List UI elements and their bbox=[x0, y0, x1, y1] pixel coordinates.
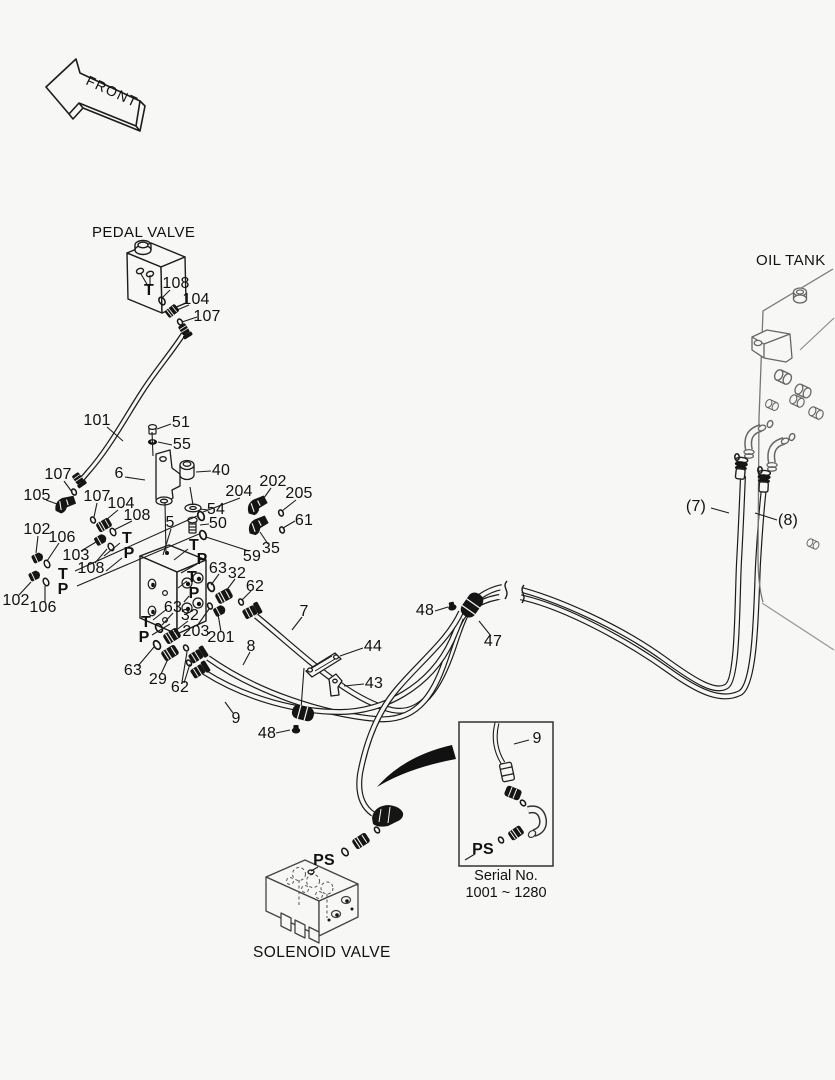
front-arrow: FRONT bbox=[45, 58, 146, 132]
detail-arrow bbox=[377, 745, 456, 787]
tank-elbow-fittings bbox=[743, 424, 790, 472]
part-label-104: 104 bbox=[107, 495, 135, 512]
port-label-P: P bbox=[138, 629, 150, 646]
part-label-63: 63 bbox=[123, 662, 143, 679]
left-plug-fittings bbox=[27, 551, 52, 588]
part-label-9: 9 bbox=[532, 730, 542, 747]
port-label-PS: PS bbox=[313, 852, 335, 869]
bracket-44 bbox=[305, 652, 342, 678]
part-label-63: 63 bbox=[163, 599, 183, 616]
part-label-104: 104 bbox=[182, 291, 210, 308]
solenoid-valve-title: SOLENOID VALVE bbox=[253, 944, 391, 961]
inset-serial-caption-line1: Serial No. bbox=[474, 868, 538, 884]
inset-box bbox=[458, 721, 554, 867]
part-label-55: 55 bbox=[172, 436, 192, 453]
port-label-PS: PS bbox=[472, 841, 494, 858]
part-label-62: 62 bbox=[170, 679, 190, 696]
part-label-7: (7) bbox=[685, 498, 707, 515]
part-label-108: 108 bbox=[162, 275, 190, 292]
part-label-107: 107 bbox=[193, 308, 221, 325]
part-label-108: 108 bbox=[77, 560, 105, 577]
ps-hose-fittings bbox=[339, 805, 404, 858]
part-label-8: (8) bbox=[777, 512, 799, 529]
part-label-40: 40 bbox=[211, 462, 231, 479]
part-label-7: 7 bbox=[299, 603, 309, 620]
part-label-205: 205 bbox=[285, 485, 313, 502]
port-label-T: T bbox=[141, 614, 151, 631]
part-label-201: 201 bbox=[207, 629, 235, 646]
part-label-50: 50 bbox=[208, 515, 228, 532]
part-label-32: 32 bbox=[227, 565, 247, 582]
part-label-102: 102 bbox=[23, 521, 51, 538]
inset-serial-caption-line2: 1001 ~ 1280 bbox=[465, 885, 547, 901]
hose-break-symbol bbox=[498, 580, 525, 605]
part-label-35: 35 bbox=[261, 540, 281, 557]
pedal-valve-body bbox=[126, 239, 187, 314]
port-label-P: P bbox=[57, 581, 69, 598]
port-label-P: P bbox=[123, 545, 135, 562]
hose-101 bbox=[75, 331, 187, 486]
part-label-105: 105 bbox=[23, 487, 51, 504]
tank-cap bbox=[792, 287, 808, 304]
part-label-107: 107 bbox=[44, 466, 72, 483]
part-label-51: 51 bbox=[171, 414, 191, 431]
part-label-5: 5 bbox=[165, 514, 175, 531]
port-label-T: T bbox=[122, 530, 132, 547]
part-label-107: 107 bbox=[83, 488, 111, 505]
pedal-valve-title: PEDAL VALVE bbox=[92, 224, 196, 241]
clamp-lower bbox=[291, 667, 315, 734]
part-label-32: 32 bbox=[180, 607, 200, 624]
bracket-6 bbox=[155, 449, 181, 506]
part-label-47: 47 bbox=[483, 633, 503, 650]
port-label-T: T bbox=[189, 537, 199, 554]
washer-54 bbox=[184, 503, 202, 513]
part-label-103: 103 bbox=[62, 547, 90, 564]
part-label-48: 48 bbox=[415, 602, 435, 619]
part-label-63: 63 bbox=[208, 560, 228, 577]
part-label-43: 43 bbox=[364, 675, 384, 692]
part-label-8: 8 bbox=[246, 638, 256, 655]
part-label-29: 29 bbox=[148, 671, 168, 688]
part-label-48: 48 bbox=[257, 725, 277, 742]
hose-9 bbox=[202, 610, 464, 817]
part-label-44: 44 bbox=[363, 638, 383, 655]
clamp-47 bbox=[446, 592, 484, 618]
part-label-9: 9 bbox=[231, 710, 241, 727]
part-label-62: 62 bbox=[245, 578, 265, 595]
oil-tank bbox=[732, 268, 835, 651]
part-label-204: 204 bbox=[225, 483, 253, 500]
part-label-202: 202 bbox=[259, 473, 287, 490]
part-label-54: 54 bbox=[206, 501, 226, 518]
part-label-106: 106 bbox=[48, 529, 76, 546]
part-label-6: 6 bbox=[114, 465, 124, 482]
part-label-106: 106 bbox=[29, 599, 57, 616]
port-label-T: T bbox=[58, 566, 68, 583]
bracket-43 bbox=[328, 673, 343, 697]
part-label-61: 61 bbox=[294, 512, 314, 529]
part-label-102: 102 bbox=[2, 592, 30, 609]
oil-tank-title: OIL TANK bbox=[756, 252, 826, 269]
part-label-59: 59 bbox=[242, 548, 262, 565]
port-label-P: P bbox=[196, 551, 208, 568]
leader-lines bbox=[18, 273, 778, 872]
plug-40 bbox=[179, 459, 195, 481]
port-label-P: P bbox=[188, 585, 200, 602]
tank-bracket bbox=[751, 329, 793, 363]
part-label-101: 101 bbox=[83, 412, 111, 429]
part-label-203: 203 bbox=[182, 623, 210, 640]
solenoid-valve-body bbox=[265, 859, 359, 944]
port-label-T: T bbox=[187, 569, 197, 586]
port-label-T: T bbox=[144, 282, 154, 299]
part-label-108: 108 bbox=[123, 507, 151, 524]
